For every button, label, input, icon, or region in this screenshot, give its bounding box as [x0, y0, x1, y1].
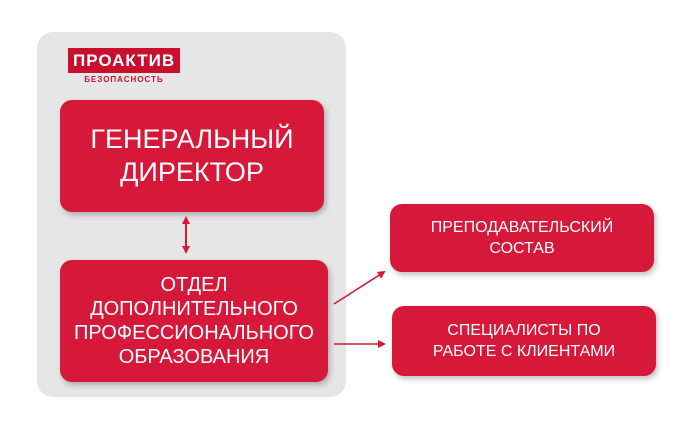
client-specialists-node: СПЕЦИАЛИСТЫ ПО РАБОТЕ С КЛИЕНТАМИ — [392, 306, 656, 376]
logo-main: ПРОАКТИВ — [68, 48, 181, 73]
teaching-staff-node: ПРЕПОДАВАТЕЛЬСКИЙ СОСТАВ — [390, 204, 654, 272]
general-director-node: ГЕНЕРАЛЬНЫЙ ДИРЕКТОР — [60, 100, 324, 212]
general-director-label: ГЕНЕРАЛЬНЫЙ ДИРЕКТОР — [90, 124, 294, 187]
logo-subtitle: БЕЗОПАСНОСТЬ — [84, 75, 164, 84]
department-node: ОТДЕЛ ДОПОЛНИТЕЛЬНОГО ПРОФЕССИОНАЛЬНОГО … — [60, 260, 328, 382]
department-label: ОТДЕЛ ДОПОЛНИТЕЛЬНОГО ПРОФЕССИОНАЛЬНОГО … — [74, 274, 314, 368]
teaching-staff-label: ПРЕПОДАВАТЕЛЬСКИЙ СОСТАВ — [430, 219, 614, 257]
client-specialists-label: СПЕЦИАЛИСТЫ ПО РАБОТЕ С КЛИЕНТАМИ — [432, 322, 616, 360]
company-logo: ПРОАКТИВ БЕЗОПАСНОСТЬ — [68, 48, 188, 86]
